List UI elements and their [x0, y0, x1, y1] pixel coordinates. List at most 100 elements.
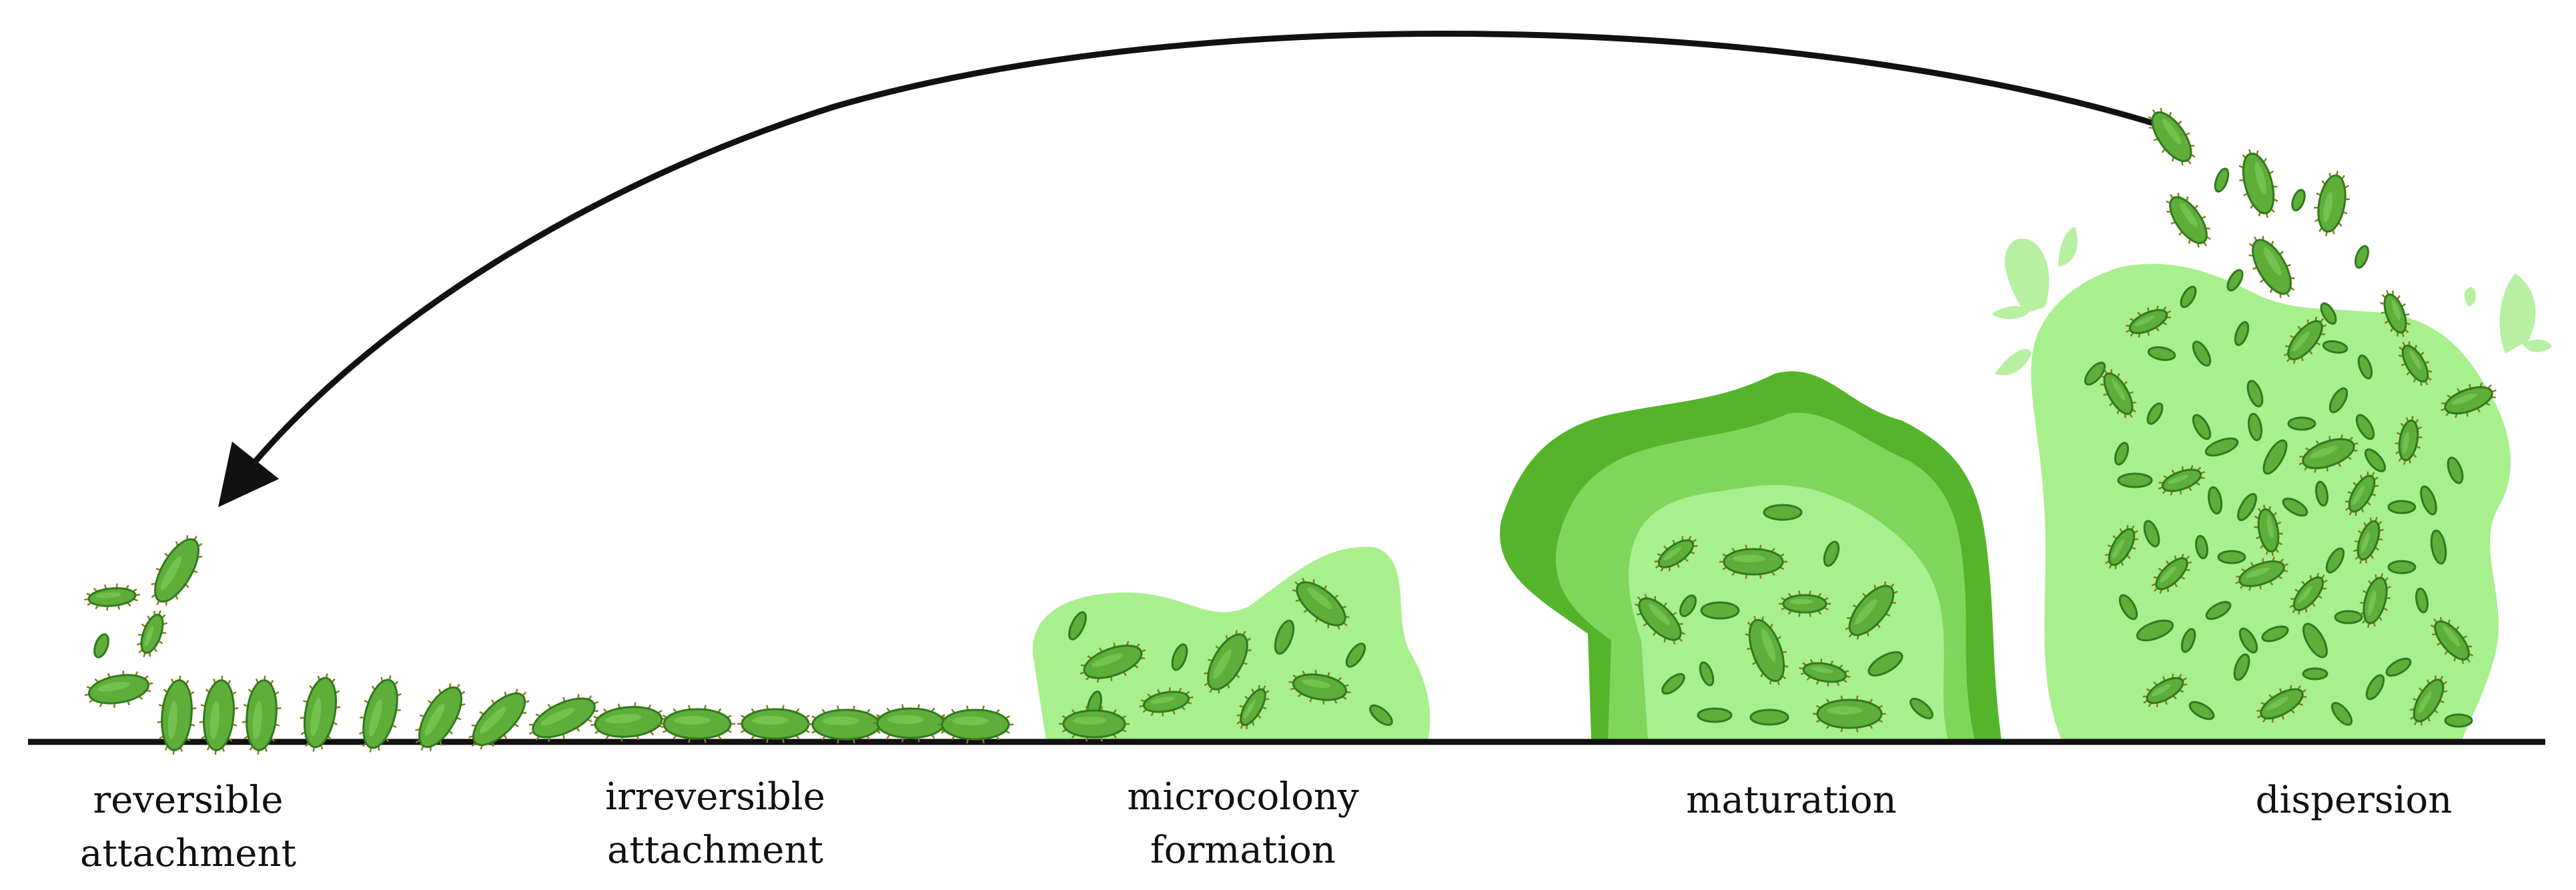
dispersion-biofilm	[1992, 227, 2552, 741]
bacterium-icon	[2291, 189, 2306, 211]
bacterium-icon	[2283, 316, 2327, 364]
bacterium-icon	[2188, 701, 2215, 721]
label-line: attachment	[79, 832, 297, 875]
bacterium-icon	[659, 705, 735, 743]
bacterium-icon	[1845, 581, 1898, 640]
bacterium-icon	[2444, 713, 2473, 728]
bacterium-icon	[2302, 667, 2328, 681]
bacterium-icon	[2441, 382, 2497, 418]
bacterium-icon	[2420, 485, 2437, 516]
bacterium-icon	[1661, 673, 1685, 695]
bacterium-icon	[93, 633, 109, 658]
bacterium-icon	[1749, 709, 1789, 726]
bacterium-icon	[2261, 625, 2289, 642]
bacterium-icon	[157, 675, 197, 755]
bacterium-icon	[2237, 492, 2257, 522]
bacterium-icon	[2322, 340, 2348, 354]
bacterium-icon	[1779, 590, 1831, 617]
bacterium-icon	[2148, 107, 2196, 166]
bacterium-icon	[2084, 362, 2106, 386]
bacterium-icon	[2248, 236, 2295, 298]
cycle-arrow	[218, 31, 2166, 508]
bacterium-icon	[2355, 414, 2375, 440]
bacterium-icon	[1068, 611, 1087, 640]
bacterium-icon	[2387, 500, 2417, 514]
bacterium-icon	[528, 694, 599, 742]
bacterium-icon	[2380, 290, 2411, 338]
bacterium-icon	[199, 675, 239, 755]
bacterium-icon	[1823, 540, 1840, 567]
bacterium-icon	[2330, 702, 2353, 726]
bacterium-icon	[1799, 658, 1851, 687]
bacterium-icon	[1745, 615, 1789, 686]
bacterium-icon	[1288, 670, 1351, 705]
bacterium-icon	[1139, 687, 1194, 717]
bacteria-group	[84, 107, 2497, 755]
bacterium-icon	[2344, 471, 2379, 516]
bacterium-icon	[2238, 627, 2258, 654]
bacterium-icon	[1867, 651, 1903, 677]
label-line: reversible	[93, 779, 284, 822]
bacterium-icon	[873, 704, 949, 743]
bacterium-icon	[2289, 572, 2328, 615]
bacterium-icon	[2262, 439, 2288, 475]
bacterium-icon	[2205, 600, 2232, 620]
bacterium-icon	[84, 671, 153, 708]
bacterium-icon	[2226, 269, 2244, 292]
bacterium-icon	[2147, 346, 2176, 362]
bacterium-icon	[1369, 704, 1393, 727]
bacterium-icon	[1679, 594, 1697, 617]
bacterium-icon	[2314, 171, 2350, 236]
bacterium-icon	[1700, 601, 1740, 620]
bacterium-icon	[2256, 685, 2307, 723]
label-line: formation	[1150, 829, 1336, 872]
bacterium-icon	[2180, 286, 2197, 308]
bacterium-icon	[415, 683, 466, 751]
bacterium-icon	[468, 689, 530, 750]
bacterium-icon	[2100, 369, 2137, 418]
bacterium-icon	[2192, 414, 2212, 440]
bacterium-icon	[1292, 577, 1350, 630]
bacterium-icon	[300, 673, 341, 752]
bacterium-icon	[1763, 504, 1803, 521]
bacterium-icon	[2143, 520, 2160, 548]
bacterium-icon	[2142, 673, 2188, 708]
stage-label-microcolony-formation: microcolony formation	[1110, 771, 1376, 877]
bacterium-icon	[937, 705, 1013, 744]
bacterium-icon	[2328, 387, 2348, 414]
bacterium-icon	[2158, 465, 2206, 496]
bacterium-icon	[2136, 619, 2174, 642]
stage-label-dispersion: dispersion	[2220, 774, 2487, 827]
maturation-biofilm	[1500, 371, 2002, 741]
bacterium-icon	[2385, 657, 2412, 677]
bacterium-icon	[2409, 675, 2448, 726]
bacterium-icon	[2395, 416, 2423, 465]
stage-label-maturation: maturation	[1658, 774, 1925, 827]
bacterium-icon	[2180, 628, 2196, 653]
bacterium-icon	[2204, 437, 2239, 457]
bacterium-icon	[2364, 448, 2387, 472]
bacterium-icon	[1719, 544, 1787, 579]
bacterium-icon	[2207, 486, 2223, 515]
bacterium-icon	[2302, 622, 2328, 658]
bacterium-icon	[2214, 167, 2230, 193]
bacterium-icon	[2365, 674, 2385, 701]
stage-label-reversible-attachment: reversible attachment	[55, 774, 322, 881]
bacterium-icon	[2315, 480, 2328, 507]
bacterium-icon	[1909, 697, 1934, 720]
bacterium-icon	[2195, 534, 2208, 560]
bacterium-icon	[242, 675, 282, 755]
bacterium-icon	[1697, 707, 1733, 723]
bacterium-icon	[2114, 442, 2130, 466]
bacterium-icon	[2238, 149, 2278, 218]
bacterium-icon	[2118, 594, 2138, 620]
bacterium-icon	[2166, 192, 2211, 248]
bacterium-icon	[1059, 706, 1130, 742]
bacterium-icon	[151, 535, 203, 606]
bacterium-icon	[137, 610, 167, 658]
bacterium-icon	[2415, 587, 2429, 614]
bacterium-icon	[1171, 643, 1188, 671]
bacterium-icon	[590, 702, 667, 742]
label-line: microcolony	[1127, 775, 1359, 819]
